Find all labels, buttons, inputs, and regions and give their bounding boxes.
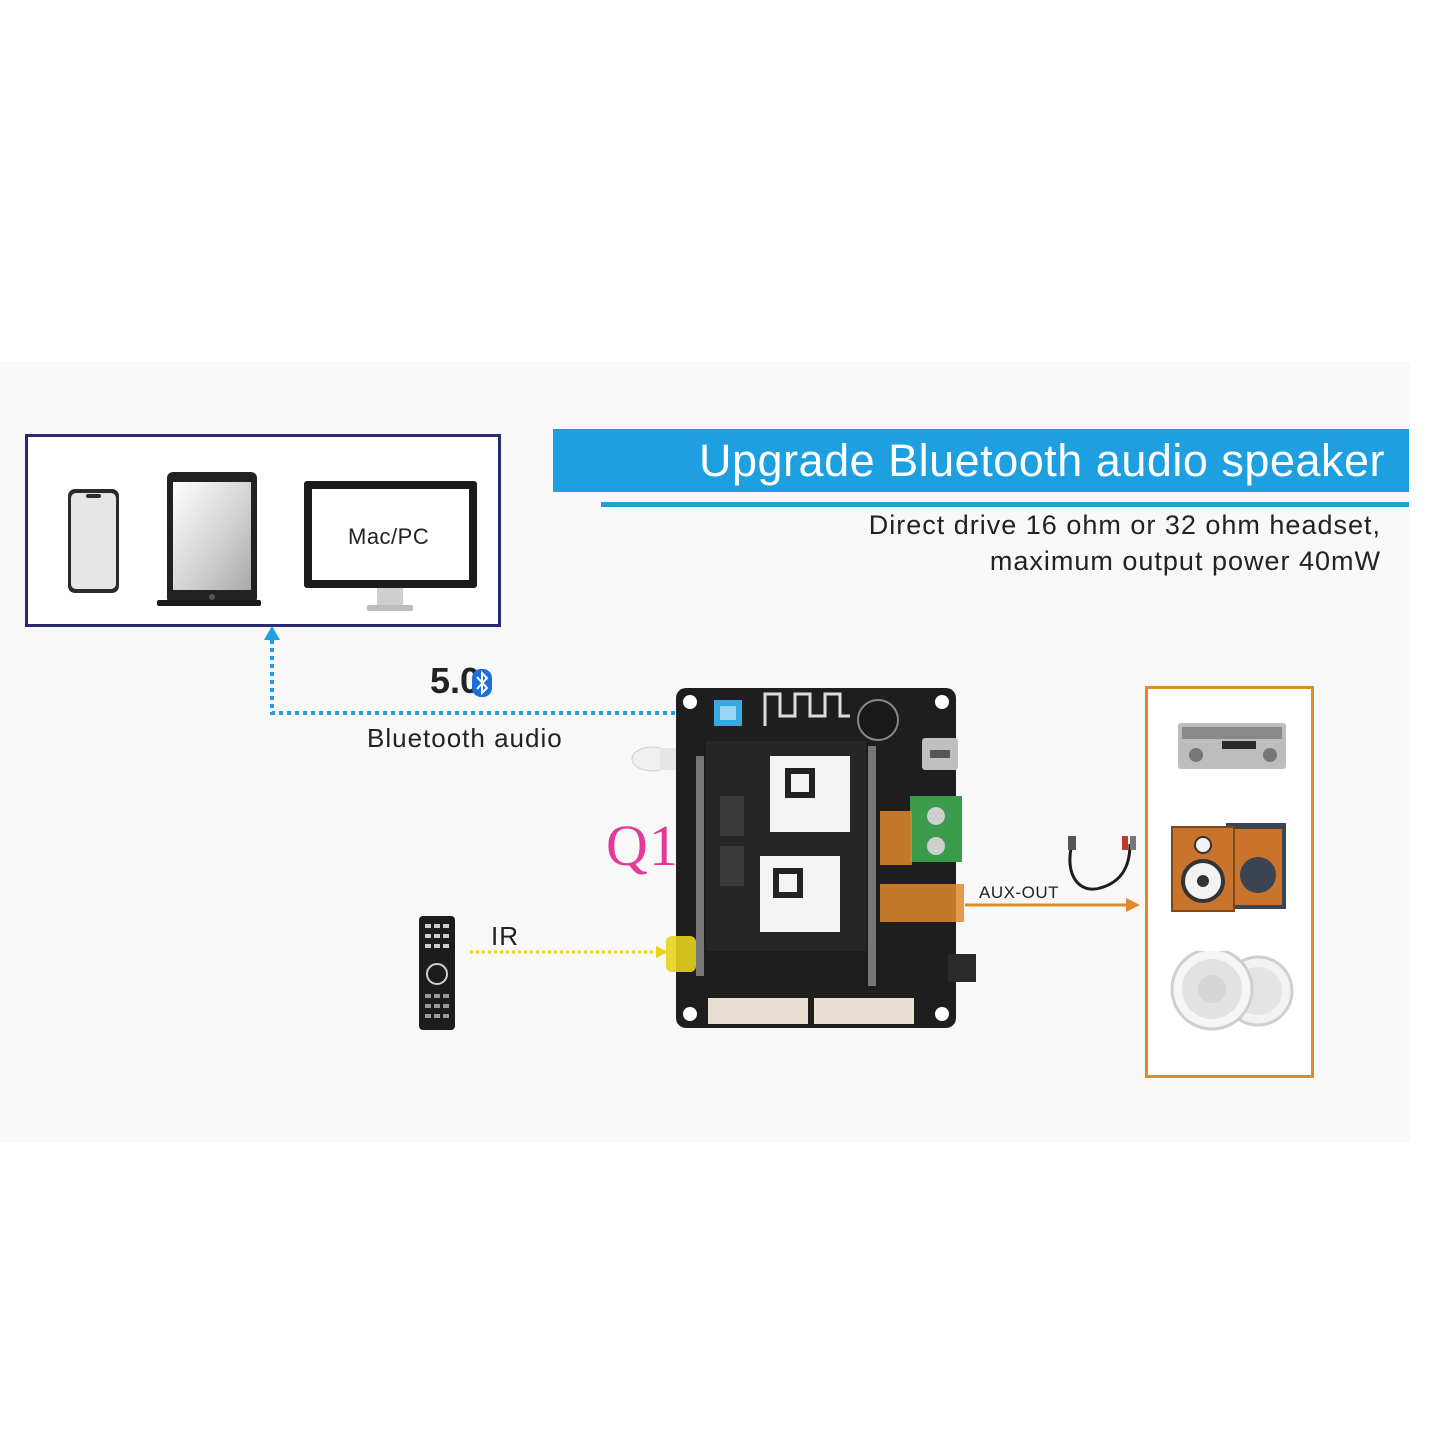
bookshelf-speakers-icon — [1171, 823, 1286, 912]
remote-control-icon — [419, 916, 455, 1030]
spec-line-2: maximum output power 40mW — [989, 546, 1381, 576]
ir-link-line — [470, 946, 668, 958]
source-devices-box: Mac/PC — [25, 434, 501, 627]
bluetooth-version-text: 5.0 — [430, 660, 481, 701]
circuit-board-illustration — [631, 688, 976, 1028]
aux-out-label: AUX-OUT — [979, 883, 1059, 902]
monitor-icon — [304, 481, 477, 611]
ceiling-speakers-icon — [1170, 951, 1294, 1031]
ir-label: IR — [491, 921, 519, 951]
aux-cable-icon — [1068, 836, 1136, 891]
output-devices-box — [1145, 686, 1314, 1078]
monitor-label: Mac/PC — [348, 524, 430, 549]
tablet-icon — [157, 472, 261, 606]
board-model-label: Q1 — [606, 813, 679, 878]
bluetooth-audio-label: Bluetooth audio — [367, 723, 563, 753]
bluetooth-icon — [472, 669, 492, 697]
aux-link-line — [965, 898, 1140, 912]
banner-title: Upgrade Bluetooth audio speaker — [553, 429, 1409, 492]
av-receiver-icon — [1178, 723, 1286, 769]
smartphone-icon — [68, 489, 119, 593]
spec-line-1: Direct drive 16 ohm or 32 ohm headset, — [868, 510, 1381, 540]
banner-underline — [601, 502, 1409, 507]
bluetooth-version: 5.0 — [430, 660, 480, 702]
